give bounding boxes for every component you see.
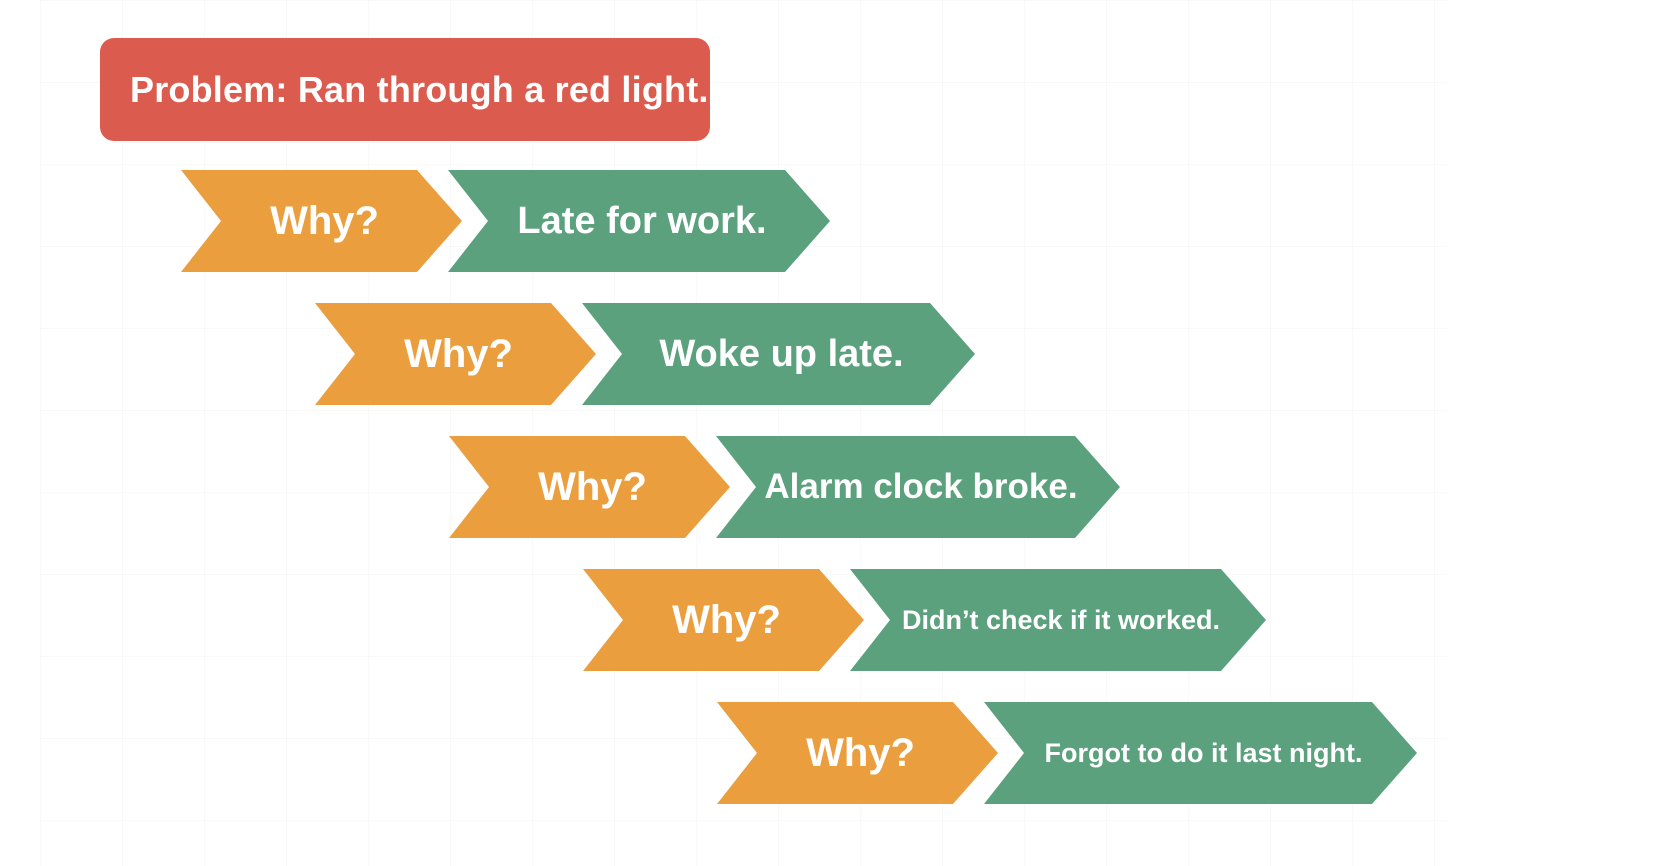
answer-label: Forgot to do it last night.	[1044, 737, 1363, 768]
answer-label: Didn’t check if it worked.	[901, 604, 1221, 635]
why-arrow-4: Why?	[583, 569, 864, 671]
why-label: Why?	[806, 730, 915, 775]
answer-label: Alarm clock broke.	[764, 467, 1078, 506]
why-label: Why?	[270, 198, 379, 243]
why-label: Why?	[404, 331, 513, 376]
answer-arrow-4: Didn’t check if it worked.	[850, 569, 1266, 671]
why-row-3: Why? Alarm clock broke.	[0, 436, 1674, 538]
answer-arrow-3: Alarm clock broke.	[716, 436, 1120, 538]
problem-label: Problem: Ran through a red light.	[130, 68, 709, 110]
answer-label: Late for work.	[517, 199, 767, 242]
why-arrow-5: Why?	[717, 702, 998, 804]
why-arrow-3: Why?	[449, 436, 730, 538]
problem-box: Problem: Ran through a red light.	[100, 38, 710, 141]
why-row-4: Why? Didn’t check if it worked.	[0, 569, 1674, 671]
why-row-5: Why? Forgot to do it last night.	[0, 702, 1674, 804]
why-row-2: Why? Woke up late.	[0, 303, 1674, 405]
answer-arrow-2: Woke up late.	[582, 303, 975, 405]
answer-label: Woke up late.	[659, 332, 904, 375]
why-arrow-1: Why?	[181, 170, 462, 272]
answer-arrow-1: Late for work.	[448, 170, 830, 272]
why-row-1: Why? Late for work.	[0, 170, 1674, 272]
why-arrow-2: Why?	[315, 303, 596, 405]
why-label: Why?	[672, 597, 781, 642]
answer-arrow-5: Forgot to do it last night.	[984, 702, 1417, 804]
why-label: Why?	[538, 464, 647, 509]
